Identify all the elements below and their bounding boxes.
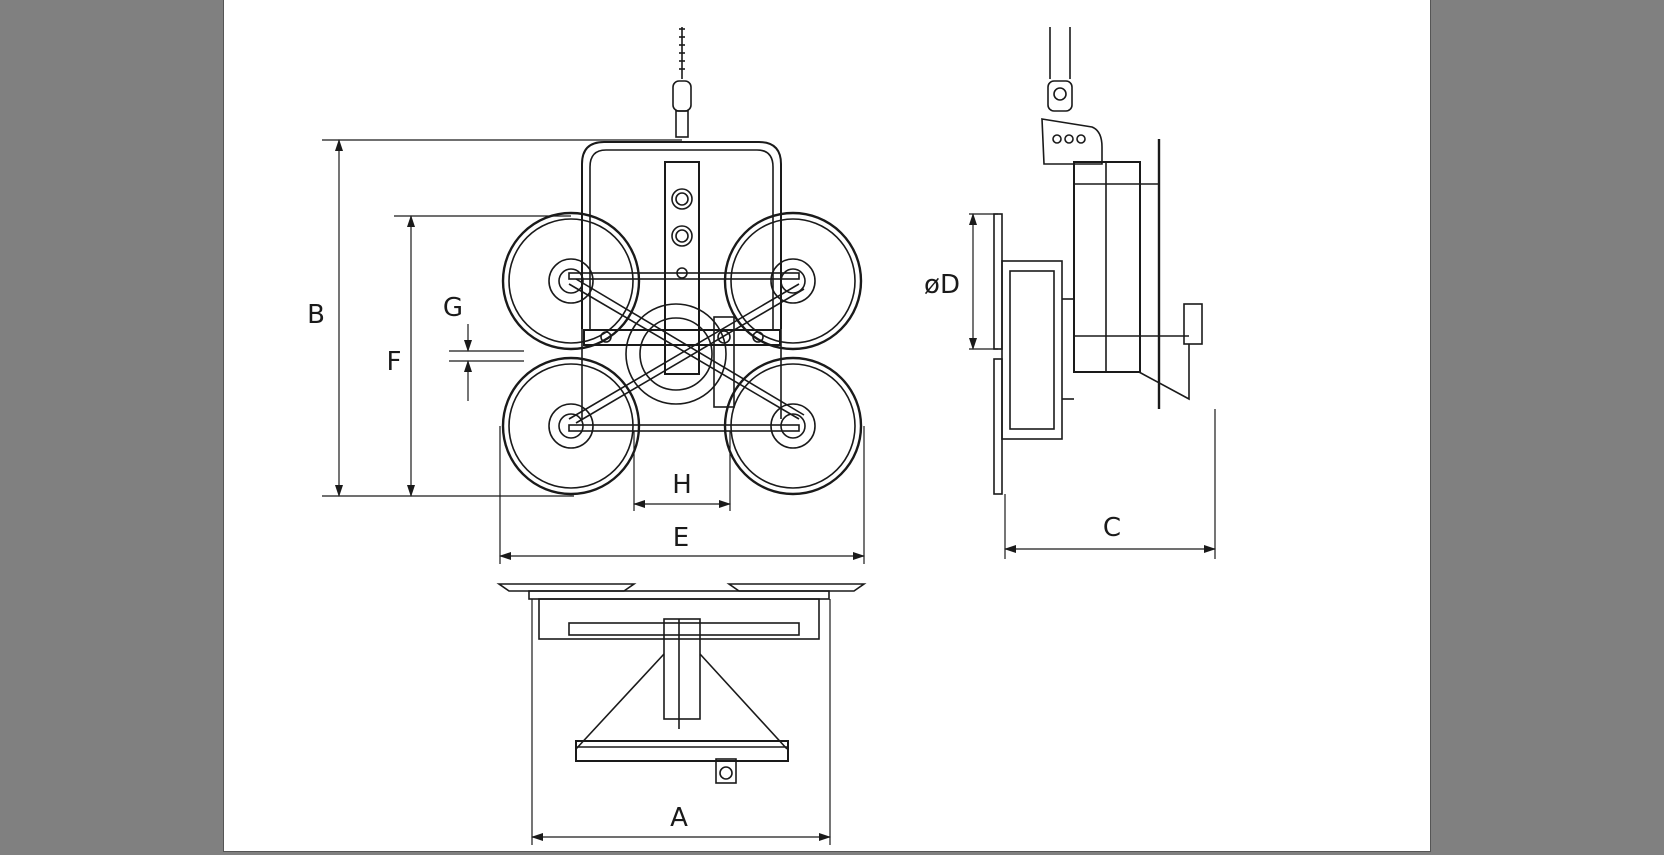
- dimension-label-h: H: [672, 470, 692, 500]
- dimension-label-a: A: [670, 803, 688, 833]
- side-column: [1073, 161, 1141, 373]
- dimension-label-d: øD: [924, 270, 960, 300]
- side-suction-pad-lower: [993, 358, 1003, 495]
- dimension-label-b: B: [307, 300, 325, 330]
- gauge-1: [671, 188, 693, 210]
- bottom-view: [496, 583, 867, 784]
- side-suction-pad-upper: [993, 213, 1003, 350]
- technical-drawing: B F G H E A øD C: [307, 27, 1216, 845]
- cross-beam: [583, 329, 781, 346]
- suction-pad-bottom-left: [501, 356, 641, 496]
- dimension-label-g: G: [443, 293, 463, 323]
- bottom-column: [663, 618, 701, 720]
- drawing-page: B F G H E A øD C: [223, 0, 1431, 852]
- vacuum-column: [664, 161, 700, 375]
- dimension-label-f: F: [387, 347, 402, 377]
- gauge-2: [671, 225, 693, 247]
- suction-pad-top-right: [723, 211, 863, 351]
- suction-pad-bottom-right: [723, 356, 863, 496]
- dimension-text: B F G H E A øD C: [307, 270, 1121, 833]
- dimension-label-e: E: [673, 523, 689, 553]
- bottom-pad-right: [726, 583, 867, 592]
- rotation-ring: [625, 303, 727, 405]
- suction-pad-top-left: [501, 211, 641, 351]
- lifting-chain: [672, 27, 692, 138]
- bottom-pad-left: [496, 583, 637, 592]
- front-view: [501, 27, 863, 496]
- dimension-label-c: C: [1103, 513, 1121, 543]
- side-view: [993, 27, 1203, 495]
- handle-frame: [581, 141, 782, 329]
- dimension-lines: [322, 139, 1216, 845]
- control-valve: [713, 316, 735, 408]
